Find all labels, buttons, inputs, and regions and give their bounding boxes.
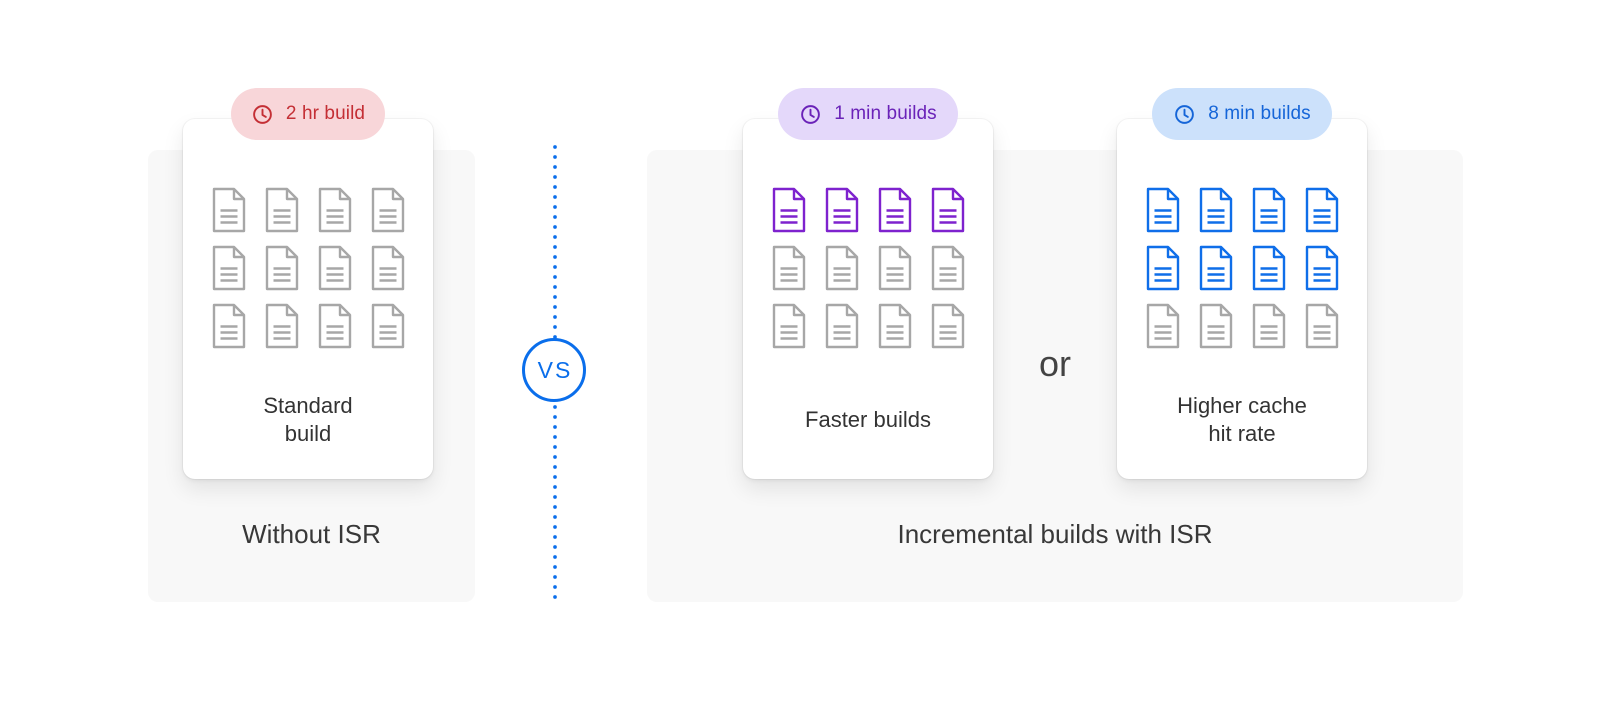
document-row — [771, 245, 966, 291]
with-isr-caption: Incremental builds with ISR — [897, 519, 1213, 549]
build-time-badge-purple: 1 min builds — [778, 88, 958, 140]
document-icon — [317, 187, 353, 233]
document-icon — [824, 303, 860, 349]
document-grid — [743, 187, 993, 349]
document-row — [1145, 303, 1340, 349]
document-icon — [211, 187, 247, 233]
badge-label: 8 min builds — [1208, 103, 1311, 124]
document-icon — [824, 245, 860, 291]
document-icon — [370, 187, 406, 233]
document-row — [771, 187, 966, 233]
document-icon — [1145, 303, 1181, 349]
document-icon — [824, 187, 860, 233]
document-icon — [1304, 245, 1340, 291]
document-icon — [1304, 303, 1340, 349]
document-icon — [930, 187, 966, 233]
document-grid — [183, 187, 433, 349]
document-icon — [771, 245, 807, 291]
document-icon — [1251, 303, 1287, 349]
document-icon — [1198, 303, 1234, 349]
without-isr-caption: Without ISR — [242, 519, 381, 549]
card-label-line: Standard — [263, 393, 353, 418]
document-icon — [370, 303, 406, 349]
card-label-line: Faster builds — [805, 407, 931, 432]
document-icon — [1251, 187, 1287, 233]
document-icon — [264, 187, 300, 233]
document-row — [211, 303, 406, 349]
clock-icon — [251, 103, 274, 126]
faster-builds-card: Faster builds — [743, 119, 993, 479]
document-row — [771, 303, 966, 349]
document-icon — [1145, 187, 1181, 233]
document-grid — [1117, 187, 1367, 349]
document-row — [1145, 187, 1340, 233]
card-label-line: hit rate — [1208, 421, 1276, 446]
clock-icon — [1173, 103, 1196, 126]
document-icon — [1304, 187, 1340, 233]
or-label: or — [1038, 343, 1071, 384]
badge-label: 1 min builds — [834, 103, 937, 124]
document-icon — [1198, 187, 1234, 233]
document-icon — [1145, 245, 1181, 291]
document-icon — [1251, 245, 1287, 291]
document-icon — [877, 303, 913, 349]
clock-icon — [799, 103, 822, 126]
document-row — [211, 245, 406, 291]
build-time-badge-blue: 8 min builds — [1152, 88, 1332, 140]
card-label-line: Higher cache — [1177, 393, 1307, 418]
build-time-badge-red: 2 hr build — [231, 88, 385, 140]
card-label: Standard build — [183, 382, 433, 458]
card-label: Higher cache hit rate — [1117, 382, 1367, 458]
document-icon — [930, 245, 966, 291]
document-icon — [264, 303, 300, 349]
card-label-line: build — [284, 421, 332, 446]
document-icon — [317, 245, 353, 291]
document-row — [1145, 245, 1340, 291]
document-icon — [930, 303, 966, 349]
vs-label: VS — [537, 356, 573, 383]
card-label: Faster builds — [743, 382, 993, 458]
document-icon — [771, 187, 807, 233]
document-icon — [264, 245, 300, 291]
document-icon — [877, 245, 913, 291]
document-icon — [877, 187, 913, 233]
document-row — [211, 187, 406, 233]
standard-build-card: Standard build — [183, 119, 433, 479]
vs-badge: VS — [522, 338, 586, 402]
higher-cache-card: Higher cache hit rate — [1117, 119, 1367, 479]
document-icon — [211, 245, 247, 291]
document-icon — [771, 303, 807, 349]
document-icon — [211, 303, 247, 349]
document-icon — [1198, 245, 1234, 291]
badge-label: 2 hr build — [285, 103, 366, 124]
document-icon — [317, 303, 353, 349]
document-icon — [370, 245, 406, 291]
